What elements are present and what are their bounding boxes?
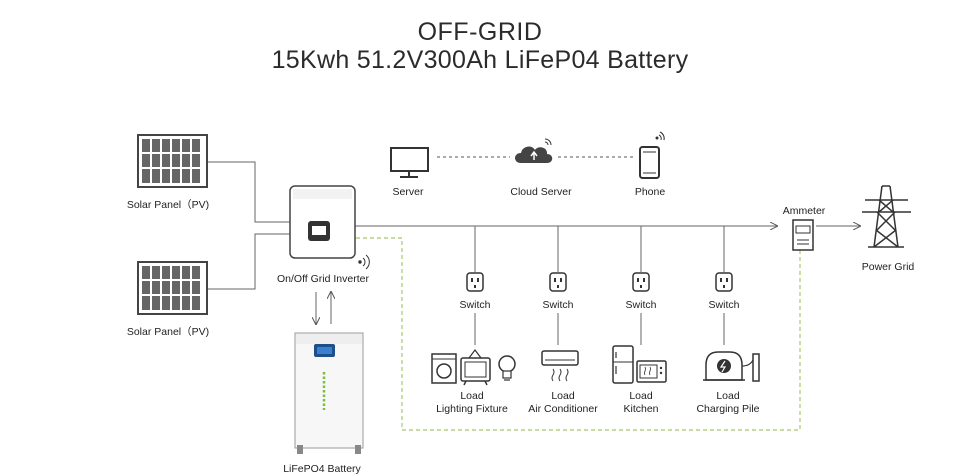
washing-machine-icon — [431, 353, 457, 384]
air-conditioner-icon — [541, 350, 579, 382]
switch-label: Switch — [543, 299, 574, 311]
socket-icon — [715, 272, 733, 292]
solar-panel-bottom-label: Solar Panel（PV) — [127, 326, 209, 338]
solar-panel-top: Solar Panel（PV) — [127, 134, 209, 211]
battery-label: LiFePO4 Battery — [283, 463, 361, 474]
socket-icon — [466, 272, 484, 292]
phone: Phone — [635, 131, 666, 198]
switch-label: Switch — [709, 299, 740, 311]
power-grid-label: Power Grid — [862, 261, 915, 273]
server: Server — [390, 147, 429, 198]
load-line1: Load — [551, 390, 575, 402]
switch-1: Switch — [460, 272, 491, 311]
switch-2: Switch — [543, 272, 574, 311]
page-subtitle: 15Kwh 51.2V300Ah LiFeP04 Battery — [271, 46, 689, 74]
monitoring-dashed-loop — [356, 237, 801, 431]
ammeter-label: Ammeter — [783, 205, 826, 217]
load-line2: Lighting Fixture — [436, 403, 508, 415]
meter-icon — [792, 219, 814, 251]
switch-4: Switch — [709, 272, 740, 311]
switch-label: Switch — [460, 299, 491, 311]
page-title: OFF-GRID — [417, 18, 543, 46]
load-lighting-fixture: Load Lighting Fixture — [431, 349, 516, 415]
cloud-icon — [515, 138, 553, 163]
transmission-tower-icon — [862, 185, 911, 248]
phone-icon — [639, 131, 665, 179]
switch-label: Switch — [626, 299, 657, 311]
load-line2: Air Conditioner — [528, 403, 598, 415]
solar-panel-bottom: Solar Panel（PV) — [127, 261, 209, 338]
load-line1: Load — [629, 390, 653, 402]
phone-label: Phone — [635, 186, 666, 198]
light-bulb-icon — [498, 355, 516, 381]
load-line2: Kitchen — [623, 403, 658, 415]
monitor-icon — [390, 147, 429, 178]
cloud-server-label: Cloud Server — [510, 186, 572, 198]
power-grid: Power Grid — [862, 185, 915, 273]
inverter-label: On/Off Grid Inverter — [277, 273, 370, 285]
cloud-server: Cloud Server — [510, 138, 572, 198]
pv-top-to-inverter-line — [207, 161, 290, 223]
load-line2: Charging Pile — [696, 403, 759, 415]
tv-icon — [460, 349, 491, 386]
load-kitchen: Load Kitchen — [612, 345, 667, 415]
load-air-conditioner: Load Air Conditioner — [528, 350, 598, 415]
inverter: On/Off Grid Inverter — [277, 185, 370, 285]
wifi-icon — [358, 254, 370, 270]
load-line1: Load — [716, 390, 740, 402]
refrigerator-icon — [612, 345, 634, 384]
socket-icon — [549, 272, 567, 292]
pv-bottom-to-inverter-line — [207, 233, 290, 290]
socket-icon — [632, 272, 650, 292]
ammeter: Ammeter — [783, 205, 826, 251]
server-label: Server — [393, 186, 424, 198]
ev-charger-icon — [703, 351, 760, 382]
switch-3: Switch — [626, 272, 657, 311]
solar-panel-top-label: Solar Panel（PV) — [127, 199, 209, 211]
connection-lines — [207, 161, 860, 345]
load-line1: Load — [460, 390, 484, 402]
load-charging-pile: Load Charging Pile — [696, 351, 760, 415]
microwave-icon — [636, 360, 667, 383]
battery: LiFePO4 Battery — [283, 332, 364, 474]
